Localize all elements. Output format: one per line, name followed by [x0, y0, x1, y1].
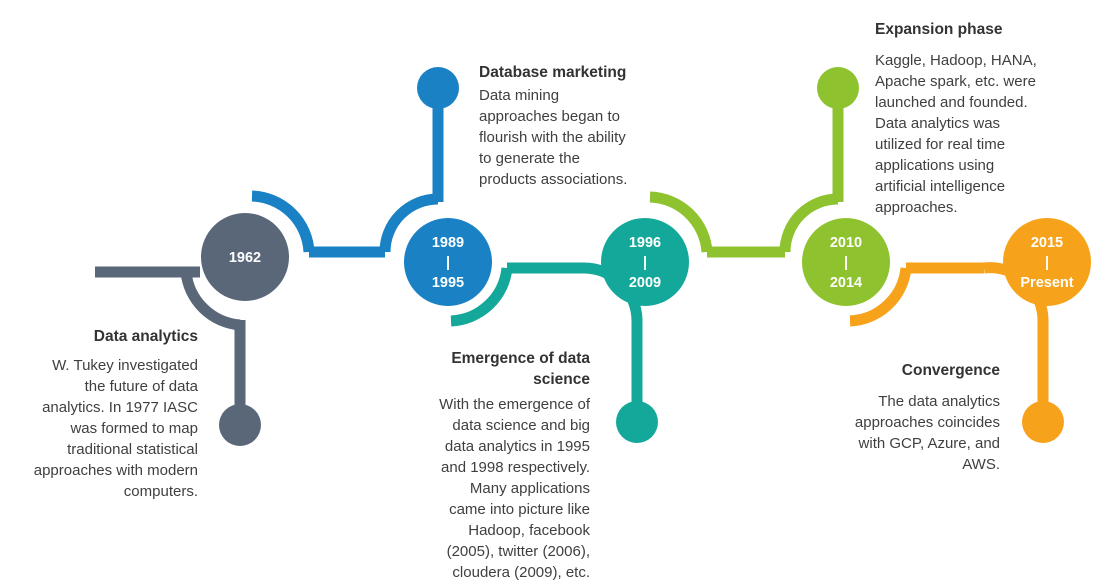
arc-2010	[779, 193, 839, 253]
end-dot-1996	[616, 401, 658, 443]
arc-2010-lower	[849, 267, 912, 327]
body-convergence: The data analytics approaches coincides …	[854, 393, 1000, 473]
title-convergence: Convergence	[901, 362, 1000, 379]
end-dot-1989	[417, 67, 459, 109]
milestone-label-4-line-2: |	[844, 255, 848, 271]
milestone-label-3-line-3: 2009	[629, 275, 661, 291]
milestone-nodes: 1962 1989 | 1995 1996 | 2009 2010 | 2014 2015 | Pres…	[201, 213, 1091, 306]
text-data-analytics: Data analytics W. Tukey investigated the…	[8, 326, 198, 502]
arc-1962-outer	[251, 190, 315, 253]
arc-1962	[180, 271, 241, 331]
title-emergence: Emergence of data science	[451, 350, 590, 388]
text-expansion-phase: Expansion phase Kaggle, Hadoop, HANA, Ap…	[875, 19, 1090, 218]
body-database-marketing: Data mining approaches began to flourish…	[479, 87, 628, 188]
milestone-circle-5	[1003, 218, 1091, 306]
body-data-analytics: W. Tukey investigated the future of data…	[33, 357, 198, 500]
milestone-label-4-line-1: 2010	[830, 235, 862, 251]
milestone-label-5-line-1: 2015	[1031, 235, 1063, 251]
text-database-marketing: Database marketing Data mining approache…	[479, 62, 679, 190]
milestone-label-3-line-2: |	[643, 255, 647, 271]
title-data-analytics: Data analytics	[93, 328, 198, 345]
end-dot-1962	[219, 404, 261, 446]
segment-1989-1995	[251, 67, 459, 258]
milestone-label-4-line-3: 2014	[830, 275, 862, 291]
milestone-label-2-line-3: 1995	[432, 275, 464, 291]
milestone-label-3-line-1: 1996	[629, 235, 661, 251]
segment-1962	[95, 266, 261, 446]
milestone-circle-2	[404, 218, 492, 306]
end-dot-2015	[1022, 401, 1064, 443]
segment-2010-2014	[649, 67, 859, 258]
milestone-label-5-line-2: |	[1045, 255, 1049, 271]
title-expansion: Expansion phase	[875, 21, 1003, 38]
body-expansion: Kaggle, Hadoop, HANA, Apache spark, etc.…	[875, 52, 1037, 216]
milestone-circle-4	[802, 218, 890, 306]
milestone-label-2-line-2: |	[446, 255, 450, 271]
text-convergence: Convergence The data analytics approache…	[800, 360, 1000, 475]
milestone-circle-3	[601, 218, 689, 306]
end-dot-2010	[817, 67, 859, 109]
milestone-label-1-line-1: 1962	[229, 250, 261, 266]
arc-1996-outer	[649, 191, 713, 253]
milestone-label-2-line-1: 1989	[432, 235, 464, 251]
milestone-label-5-line-3: Present	[1020, 275, 1073, 291]
arc-1989	[379, 193, 439, 253]
title-database-marketing: Database marketing	[479, 64, 627, 81]
milestone-circle-1	[201, 213, 289, 301]
text-emergence-data-science: Emergence of data science With the emerg…	[398, 348, 590, 583]
body-emergence: With the emergence of data science and b…	[439, 396, 590, 581]
arc-1989-lower	[450, 267, 513, 327]
